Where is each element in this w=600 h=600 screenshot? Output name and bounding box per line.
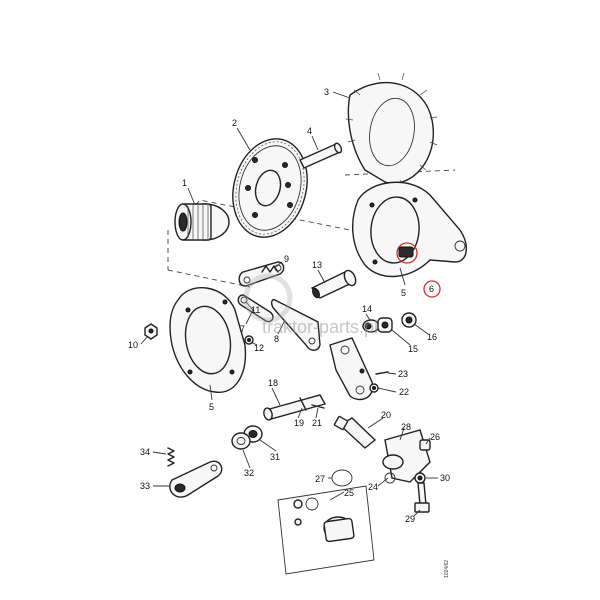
- label-part-3: 3: [324, 87, 329, 97]
- label-part-10: 10: [128, 340, 138, 350]
- label-part-33: 33: [140, 481, 150, 491]
- label-part-25: 25: [344, 488, 354, 498]
- label-part-27: 27: [315, 474, 325, 484]
- label-part-1: 1: [182, 178, 187, 188]
- part-29-bolt[interactable]: [414, 482, 430, 513]
- part-26-nipple[interactable]: [419, 439, 431, 451]
- label-part-24: 24: [368, 482, 378, 492]
- label-part-4: 4: [307, 126, 312, 136]
- label-part-32: 32: [244, 468, 254, 478]
- part-10-nut[interactable]: [144, 323, 158, 340]
- part-18-shaft[interactable]: [263, 394, 327, 421]
- label-part-15: 15: [408, 344, 418, 354]
- label-part-21: 21: [312, 418, 322, 428]
- part-16-bushing[interactable]: [401, 312, 417, 328]
- label-part-34: 34: [140, 447, 150, 457]
- label-part-18: 18: [268, 378, 278, 388]
- label-part-7: 7: [240, 324, 245, 334]
- part-19-pin[interactable]: [299, 397, 307, 411]
- part-21-pin[interactable]: [311, 404, 325, 409]
- watermark-text: traktor-parts.pl: [262, 317, 378, 337]
- label-part-14: 14: [362, 304, 372, 314]
- part-23-pin[interactable]: [375, 371, 389, 375]
- part-28-caliper-body[interactable]: [382, 429, 431, 483]
- label-part-28: 28: [401, 422, 411, 432]
- part-1-splined-hub[interactable]: [174, 203, 230, 241]
- label-part-26: 26: [430, 432, 440, 442]
- part-6-highlight: [396, 242, 418, 264]
- label-part-13: 13: [312, 260, 322, 270]
- label-part-30: 30: [440, 473, 450, 483]
- label-part-19: 19: [294, 418, 304, 428]
- part-number-labels: 1 2 3 4 5 5 6 7 8 9 10 11 12 13 14 15 16…: [128, 87, 450, 524]
- drawing-reference: 1024/62: [444, 560, 450, 578]
- part-25-repair-kit[interactable]: [277, 485, 375, 575]
- label-part-29: 29: [405, 514, 415, 524]
- label-part-11: 11: [251, 305, 260, 315]
- label-part-16: 16: [427, 332, 437, 342]
- label-part-2: 2: [232, 118, 237, 128]
- label-part-8: 8: [274, 334, 279, 344]
- part-33-lever[interactable]: [169, 460, 223, 498]
- part-22-washer[interactable]: [369, 383, 379, 393]
- label-part-31: 31: [270, 452, 280, 462]
- part-5-brake-housing-lower[interactable]: [169, 286, 247, 393]
- lever-bracket[interactable]: [329, 337, 374, 401]
- part-34-spring[interactable]: [167, 447, 175, 467]
- part-5-brake-housing-upper[interactable]: [351, 181, 467, 278]
- part-30-washer[interactable]: [414, 472, 426, 484]
- part-9-spring[interactable]: [261, 265, 279, 273]
- label-part-23: 23: [398, 369, 408, 379]
- part-14-bushing[interactable]: [362, 319, 380, 333]
- label-part-5-upper: 5: [401, 288, 406, 298]
- watermark: traktor-parts.pl: [243, 273, 378, 337]
- label-part-12: 12: [254, 343, 264, 353]
- part-6-label-ring: [423, 280, 441, 298]
- label-part-9: 9: [284, 254, 289, 264]
- leader-lines: [140, 91, 438, 517]
- label-part-5-lower: 5: [209, 402, 214, 412]
- part-27-o-ring[interactable]: [331, 469, 353, 487]
- label-part-22: 22: [399, 387, 409, 397]
- label-part-20: 20: [381, 410, 391, 420]
- part-11-link[interactable]: [237, 294, 274, 323]
- part-2-friction-disc[interactable]: [222, 130, 317, 245]
- part-4-pin[interactable]: [299, 142, 343, 169]
- part-3-pressure-plate[interactable]: [345, 72, 438, 188]
- part-13-shaft[interactable]: [310, 269, 358, 299]
- label-part-6: 6: [429, 284, 434, 294]
- part-15-bushing[interactable]: [377, 317, 393, 333]
- part-20-adjuster[interactable]: [333, 415, 377, 449]
- part-8-link[interactable]: [270, 298, 321, 351]
- part-32-seal[interactable]: [231, 432, 251, 450]
- part-24-seal[interactable]: [384, 472, 396, 484]
